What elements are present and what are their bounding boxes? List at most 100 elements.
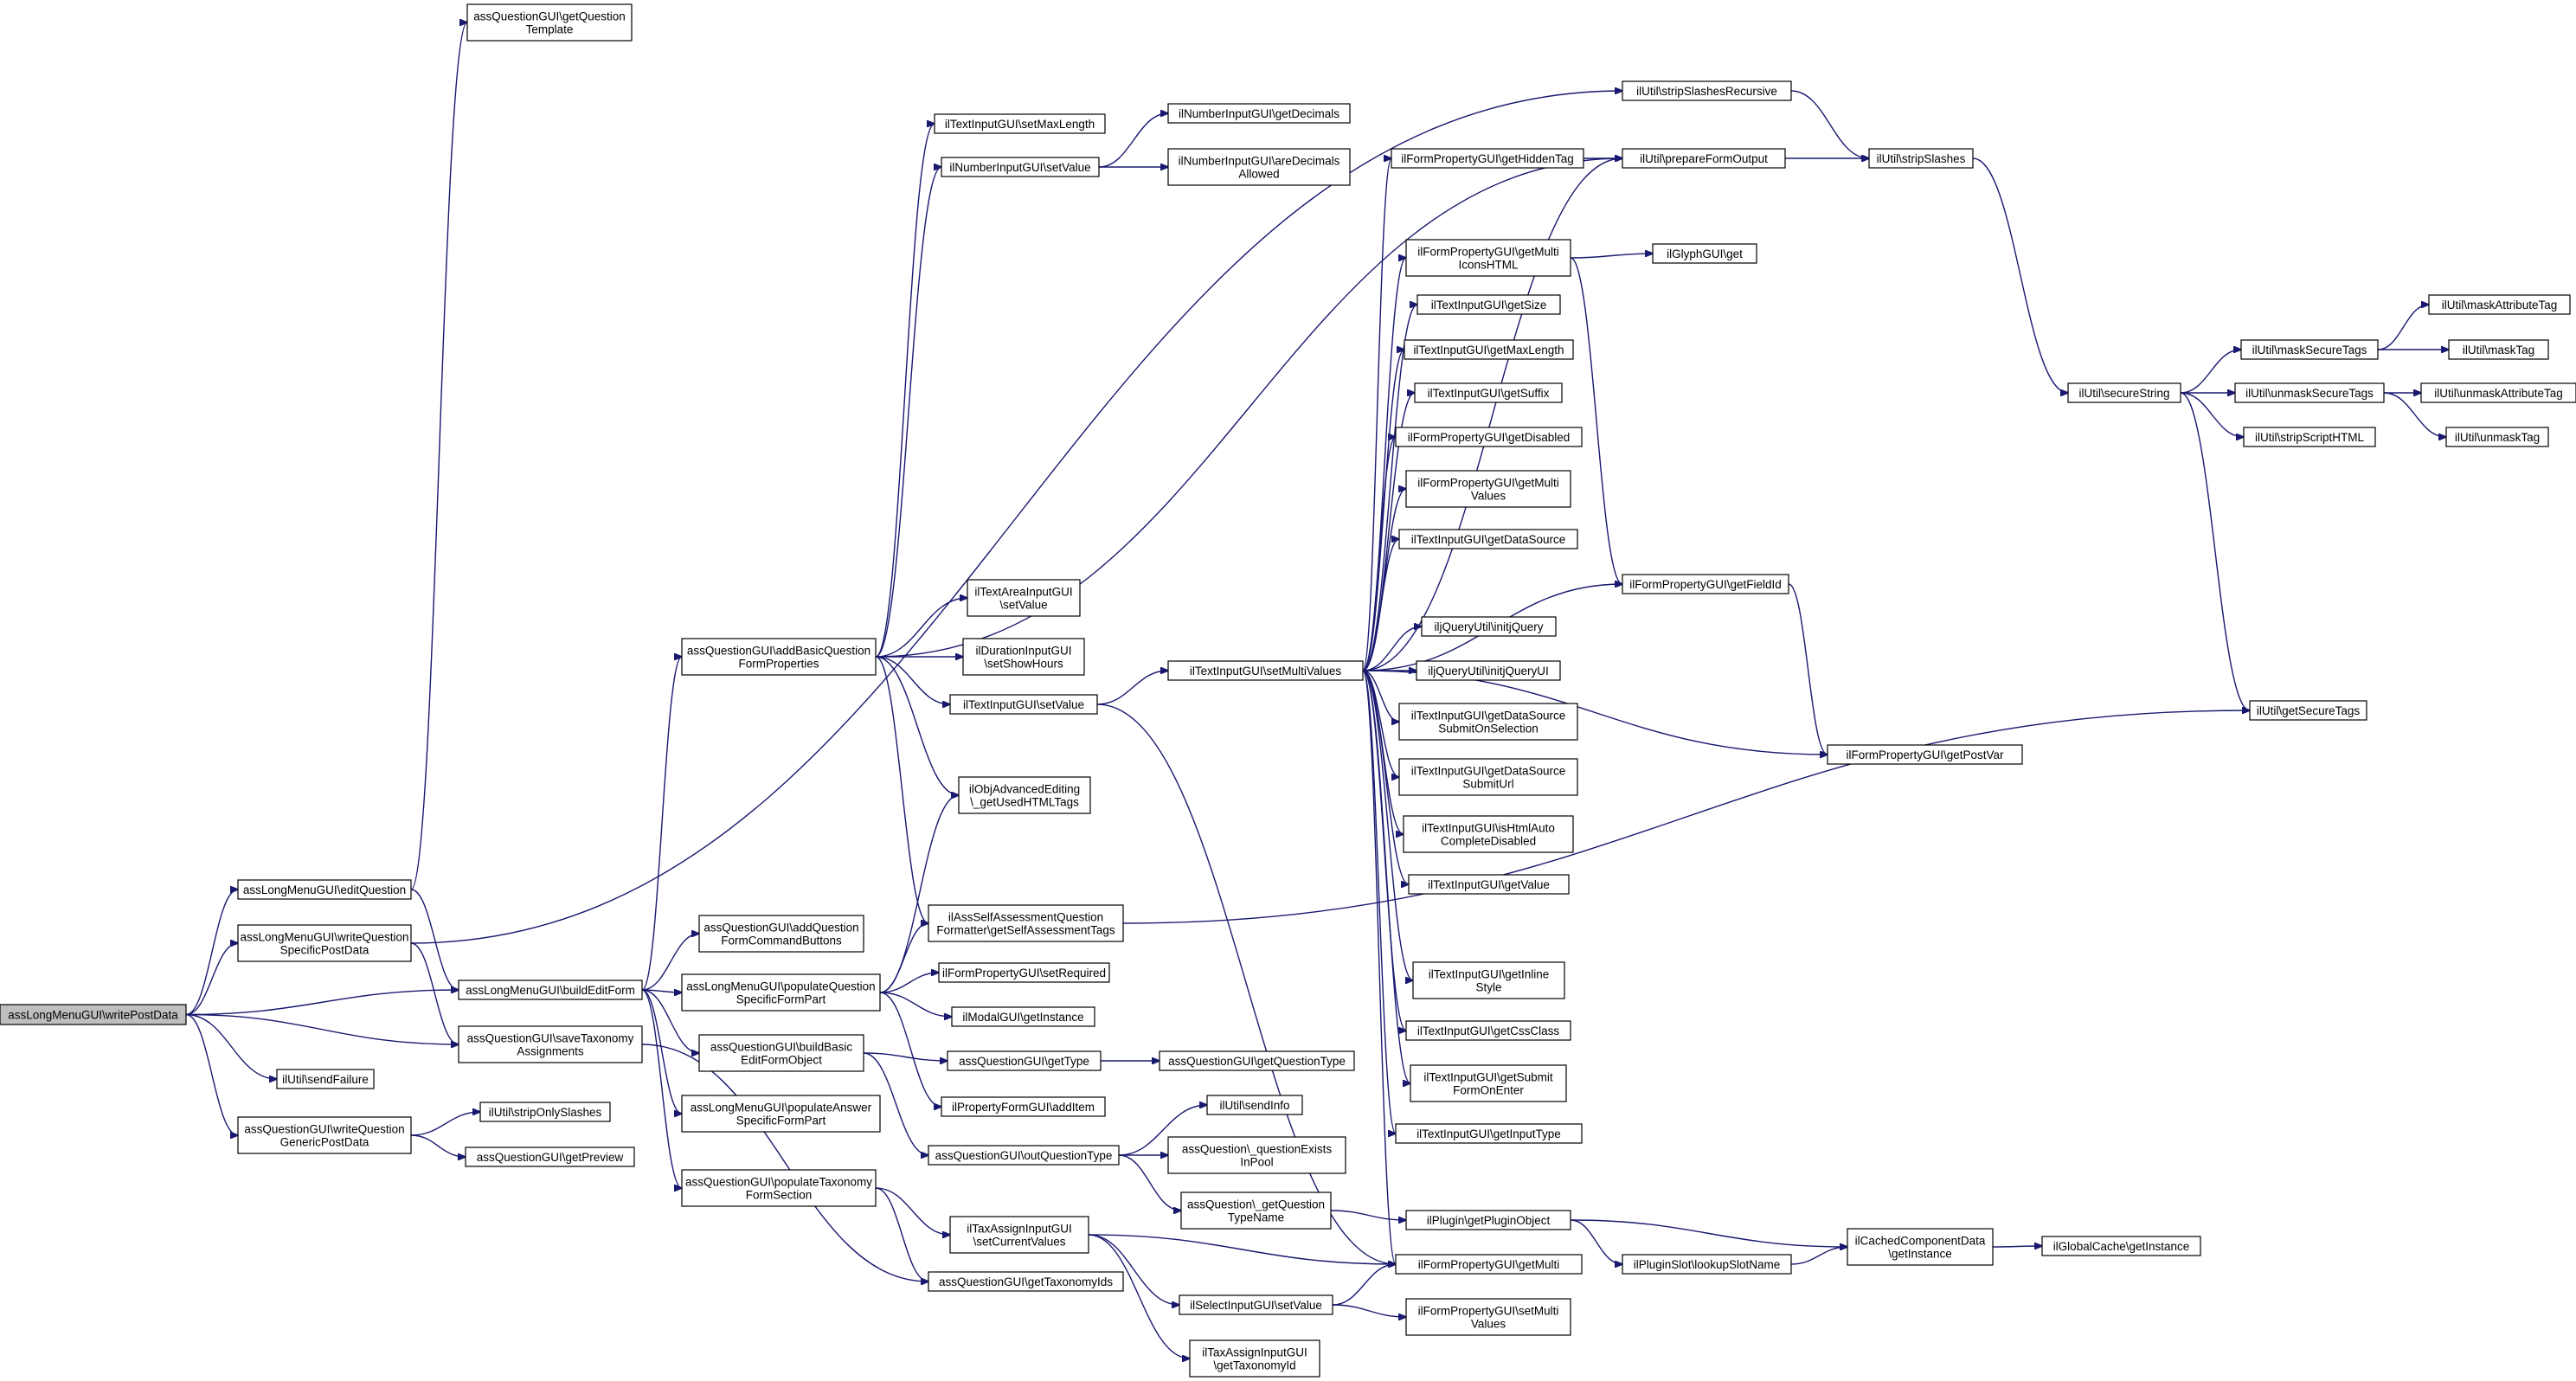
node-secure-string[interactable]: ilUtil\secureString bbox=[2067, 382, 2181, 403]
node-label: ilModalGUI\getInstance bbox=[962, 1011, 1083, 1024]
node-send-info[interactable]: ilUtil\sendInfo bbox=[1206, 1095, 1303, 1115]
node-txt-get-suffix[interactable]: ilTextInputGUI\getSuffix bbox=[1414, 382, 1563, 403]
node-get-secure-tags[interactable]: ilUtil\getSecureTags bbox=[2249, 700, 2367, 721]
node-q-get-type[interactable]: assQuestionGUI\getType bbox=[947, 1050, 1102, 1071]
node-obj-adv-edit[interactable]: ilObjAdvancedEditing\_getUsedHTMLTags bbox=[958, 776, 1091, 814]
edge-get-qtype-name-to-plugin-get-object bbox=[1330, 1210, 1406, 1220]
node-strip-only-slashes[interactable]: ilUtil\stripOnlySlashes bbox=[479, 1102, 611, 1122]
node-modal-get-instance[interactable]: ilModalGUI\getInstance bbox=[951, 1006, 1095, 1027]
node-txt-get-size[interactable]: ilTextInputGUI\getSize bbox=[1416, 294, 1561, 315]
node-fp-get-hidden-tag[interactable]: ilFormPropertyGUI\getHiddenTag bbox=[1391, 148, 1584, 169]
edge-txt-set-multi-values-to-txt-get-submit-on-enter bbox=[1362, 670, 1410, 1083]
node-add-basic-qfp[interactable]: assQuestionGUI\addBasicQuestionFormPrope… bbox=[681, 638, 877, 676]
node-strip-script-html[interactable]: ilUtil\stripScriptHTML bbox=[2243, 427, 2376, 447]
node-write-post-data[interactable]: assLongMenuGUI\writePostData bbox=[0, 1004, 187, 1025]
node-get-self-assess[interactable]: ilAssSelfAssessmentQuestionFormatter\get… bbox=[928, 904, 1124, 942]
node-strip-slashes-rec[interactable]: ilUtil\stripSlashesRecursive bbox=[1622, 80, 1792, 101]
node-txt-set-multi-values[interactable]: ilTextInputGUI\setMultiValues bbox=[1167, 660, 1364, 681]
node-label: ilFormPropertyGUI\getDisabled bbox=[1408, 431, 1571, 444]
node-populate-asfp[interactable]: assLongMenuGUI\populateAnswerSpecificFor… bbox=[681, 1095, 881, 1133]
node-global-cache-get-inst[interactable]: ilGlobalCache\getInstance bbox=[2041, 1236, 2201, 1256]
node-out-qtype[interactable]: assQuestionGUI\outQuestionType bbox=[928, 1145, 1120, 1166]
node-jq-initj-query-ui[interactable]: iljQueryUtil\initjQueryUI bbox=[1416, 660, 1561, 681]
node-label: ilTextInputGUI\getDataSource bbox=[1411, 765, 1566, 778]
node-jq-initj-query[interactable]: iljQueryUtil\initjQuery bbox=[1421, 616, 1557, 637]
node-mask-tag[interactable]: ilUtil\maskTag bbox=[2448, 339, 2549, 360]
node-box bbox=[928, 1271, 1124, 1292]
node-add-qfcb[interactable]: assQuestionGUI\addQuestionFormCommandBut… bbox=[698, 915, 864, 953]
node-mask-attribute-tag[interactable]: ilUtil\maskAttributeTag bbox=[2428, 294, 2571, 315]
node-label: assQuestion\_questionExists bbox=[1182, 1143, 1333, 1156]
node-mask-secure-tags[interactable]: ilUtil\maskSecureTags bbox=[2240, 339, 2379, 360]
edge-secure-string-to-mask-secure-tags bbox=[2180, 350, 2241, 394]
node-box bbox=[1404, 339, 1574, 360]
node-label: assQuestionGUI\addQuestion bbox=[703, 922, 858, 935]
node-plugin-slot-lookup[interactable]: ilPluginSlot\lookupSlotName bbox=[1622, 1254, 1792, 1275]
edge-out-qtype-to-get-qtype-name bbox=[1118, 1154, 1181, 1211]
node-num-get-decimals[interactable]: ilNumberInputGUI\getDecimals bbox=[1167, 103, 1351, 124]
edge-sel-set-value-to-fp-set-multi-values bbox=[1332, 1304, 1406, 1317]
node-send-failure[interactable]: ilUtil\sendFailure bbox=[276, 1069, 375, 1089]
node-sel-set-value[interactable]: ilSelectInputGUI\setValue bbox=[1179, 1294, 1333, 1315]
node-build-edit-form[interactable]: assLongMenuGUI\buildEditForm bbox=[458, 980, 643, 1000]
node-unmask-attribute-tag[interactable]: ilUtil\unmaskAttributeTag bbox=[2420, 382, 2576, 403]
node-label: assLongMenuGUI\editQuestion bbox=[243, 883, 406, 896]
node-fp-set-required[interactable]: ilFormPropertyGUI\setRequired bbox=[938, 962, 1110, 983]
node-fp-get-multi[interactable]: ilFormPropertyGUI\getMulti bbox=[1395, 1254, 1583, 1275]
node-write-qspd[interactable]: assLongMenuGUI\writeQuestionSpecificPost… bbox=[237, 924, 412, 962]
node-box bbox=[1410, 1064, 1567, 1102]
node-label: GenericPostData bbox=[280, 1136, 369, 1149]
node-get-preview[interactable]: assQuestionGUI\getPreview bbox=[465, 1147, 635, 1167]
node-text-area-set-value[interactable]: ilTextAreaInputGUI\setValue bbox=[967, 579, 1081, 617]
node-plugin-get-object[interactable]: ilPlugin\getPluginObject bbox=[1405, 1210, 1571, 1230]
node-populate-qsfp[interactable]: assLongMenuGUI\populateQuestionSpecificF… bbox=[681, 973, 881, 1012]
node-txt-get-value[interactable]: ilTextInputGUI\getValue bbox=[1408, 874, 1570, 895]
node-txt-get-data-source[interactable]: ilTextInputGUI\getDataSource bbox=[1398, 529, 1578, 549]
node-cached-comp-get-inst[interactable]: ilCachedComponentData\getInstance bbox=[1847, 1228, 1994, 1266]
node-prepare-form-output[interactable]: ilUtil\prepareFormOutput bbox=[1622, 148, 1786, 169]
node-unmask-secure-tags[interactable]: ilUtil\unmaskSecureTags bbox=[2234, 382, 2385, 403]
node-tax-get-tax-id[interactable]: ilTaxAssignInputGUI\getTaxonomyId bbox=[1189, 1339, 1320, 1378]
node-label: ilTextInputGUI\getCssClass bbox=[1417, 1025, 1560, 1037]
node-tax-set-current[interactable]: ilTaxAssignInputGUI\setCurrentValues bbox=[949, 1216, 1089, 1254]
node-txt-set-value[interactable]: ilTextInputGUI\setValue bbox=[949, 694, 1098, 715]
node-edit-question[interactable]: assLongMenuGUI\editQuestion bbox=[237, 879, 412, 900]
node-glyph-get[interactable]: ilGlyphGUI\get bbox=[1652, 243, 1757, 264]
node-get-question-type[interactable]: assQuestionGUI\getQuestionType bbox=[1159, 1050, 1355, 1071]
node-txt-set-max-length[interactable]: ilTextInputGUI\setMaxLength bbox=[934, 113, 1106, 134]
edge-plugin-get-object-to-plugin-slot-lookup bbox=[1570, 1219, 1622, 1264]
node-prop-form-add-item[interactable]: ilPropertyFormGUI\addItem bbox=[941, 1096, 1106, 1117]
node-populate-tfs[interactable]: assQuestionGUI\populateTaxonomyFormSecti… bbox=[681, 1169, 877, 1207]
node-label: ilFormPropertyGUI\getHiddenTag bbox=[1401, 152, 1574, 165]
node-fp-set-multi-values[interactable]: ilFormPropertyGUI\setMultiValues bbox=[1405, 1298, 1571, 1336]
node-write-qgpd[interactable]: assQuestionGUI\writeQuestionGenericPostD… bbox=[237, 1116, 412, 1154]
node-unmask-tag[interactable]: ilUtil\unmaskTag bbox=[2445, 427, 2549, 447]
node-txt-is-html-auto[interactable]: ilTextInputGUI\isHtmlAutoCompleteDisable… bbox=[1403, 815, 1574, 853]
node-label: ilTextInputGUI\isHtmlAuto bbox=[1422, 822, 1555, 835]
node-txt-get-css-class[interactable]: ilTextInputGUI\getCssClass bbox=[1405, 1020, 1571, 1041]
node-fp-get-disabled[interactable]: ilFormPropertyGUI\getDisabled bbox=[1395, 427, 1583, 447]
node-num-set-value[interactable]: ilNumberInputGUI\setValue bbox=[941, 157, 1100, 177]
node-label: IconsHTML bbox=[1458, 259, 1519, 272]
node-label: ilNumberInputGUI\areDecimals bbox=[1179, 155, 1340, 168]
node-fp-get-field-id[interactable]: ilFormPropertyGUI\getFieldId bbox=[1622, 574, 1789, 594]
node-fp-get-post-var[interactable]: ilFormPropertyGUI\getPostVar bbox=[1827, 744, 2023, 765]
node-strip-slashes[interactable]: ilUtil\stripSlashes bbox=[1868, 148, 1974, 169]
node-dur-set-show-hours[interactable]: ilDurationInputGUI\setShowHours bbox=[962, 638, 1085, 676]
node-txt-get-max-length[interactable]: ilTextInputGUI\getMaxLength bbox=[1404, 339, 1574, 360]
node-get-tax-ids[interactable]: assQuestionGUI\getTaxonomyIds bbox=[928, 1271, 1124, 1292]
node-txt-get-dssubmit-sel[interactable]: ilTextInputGUI\getDataSourceSubmitOnSele… bbox=[1398, 703, 1578, 741]
node-txt-get-input-type[interactable]: ilTextInputGUI\getInputType bbox=[1395, 1123, 1583, 1144]
